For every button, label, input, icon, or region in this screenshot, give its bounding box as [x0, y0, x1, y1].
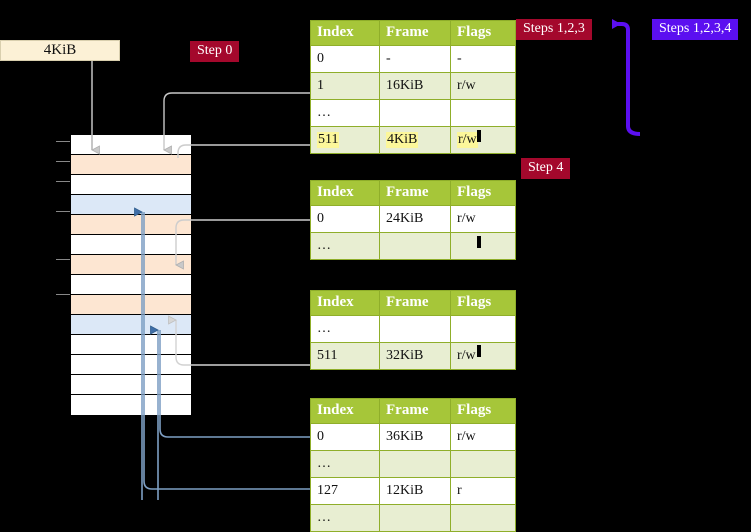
badge-step-4: Step 4	[521, 158, 571, 179]
table-cell-frame: 36KiB	[379, 423, 451, 451]
table-cell-index: …	[310, 315, 380, 343]
wire-pd-to-memory	[176, 320, 311, 366]
badge-step-0: Step 0	[190, 41, 240, 62]
table-cell-index: …	[310, 99, 380, 127]
memory-frame-row	[71, 135, 191, 155]
table-row: …	[310, 504, 516, 532]
memory-frame-row	[71, 375, 191, 395]
size-label-4kib: 4KiB	[0, 40, 120, 61]
memory-tick-2	[56, 181, 70, 182]
memory-frame-row	[71, 235, 191, 255]
table-cell-flags	[450, 504, 516, 532]
table-header-index: Index	[310, 398, 380, 424]
memory-frame-row	[71, 215, 191, 235]
table-cell-flags	[450, 450, 516, 478]
table-header-frame: Frame	[379, 180, 451, 206]
table-edge-nub-1	[477, 130, 481, 142]
table-cell-flags: r/w	[450, 342, 516, 370]
table-edge-nub-2	[477, 236, 481, 248]
table-header-index: Index	[310, 20, 380, 46]
table-cell-frame	[379, 504, 451, 532]
memory-frame-row	[71, 155, 191, 175]
table-edge-nub-3	[477, 345, 481, 357]
table-cell-flags: r/w	[450, 205, 516, 233]
table-cell-flags: -	[450, 45, 516, 73]
table-cell-frame: 4KiB	[379, 126, 451, 154]
memory-frame-row	[71, 255, 191, 275]
table-cell-index: 0	[310, 205, 380, 233]
memory-frame-row	[71, 355, 191, 375]
memory-frame-row	[71, 295, 191, 315]
table-row: …	[310, 232, 516, 260]
table-cell-frame	[379, 99, 451, 127]
table-cell-frame: 32KiB	[379, 342, 451, 370]
table-cell-flags: r/w	[450, 126, 516, 154]
table-cell-index: …	[310, 232, 380, 260]
table-cell-index: 0	[310, 423, 380, 451]
memory-frame-row	[71, 275, 191, 295]
table-cell-frame: 16KiB	[379, 72, 451, 100]
memory-frame-row	[71, 395, 191, 415]
table-header-index: Index	[310, 180, 380, 206]
table-cell-frame	[379, 232, 451, 260]
table-cell-flags	[450, 232, 516, 260]
table-cell-index: …	[310, 504, 380, 532]
physical-memory-column	[70, 134, 191, 415]
memory-tick-4	[56, 259, 70, 260]
table-cell-flags	[450, 315, 516, 343]
table-cell-index: 511	[310, 126, 380, 154]
table-header-flags: Flags	[450, 20, 516, 46]
wire-pml4-row511-to-memory	[177, 144, 311, 158]
table-cell-frame: -	[379, 45, 451, 73]
table-cell-frame	[379, 315, 451, 343]
table-row: …	[310, 99, 516, 127]
table-header-flags: Flags	[450, 398, 516, 424]
table-cell-index: 1	[310, 72, 380, 100]
table-header-index: Index	[310, 290, 380, 316]
badge-steps-1234: Steps 1,2,3,4	[652, 19, 739, 40]
table-header-flags: Flags	[450, 290, 516, 316]
badge-steps-123: Steps 1,2,3	[516, 19, 592, 40]
table-cell-index: …	[310, 450, 380, 478]
memory-tick-5	[56, 294, 70, 295]
memory-tick-3	[56, 211, 70, 212]
memory-frame-row	[71, 315, 191, 335]
table-header-flags: Flags	[450, 180, 516, 206]
memory-frame-row	[71, 335, 191, 355]
table-cell-index: 127	[310, 477, 380, 505]
table-cell-frame: 24KiB	[379, 205, 451, 233]
memory-frame-row	[71, 195, 191, 215]
table-header-frame: Frame	[379, 398, 451, 424]
table-cell-flags: r/w	[450, 72, 516, 100]
table-cell-index: 0	[310, 45, 380, 73]
table-row: …	[310, 315, 516, 343]
wire-pdp-to-memory	[176, 219, 311, 265]
table-row: 0--	[310, 45, 516, 73]
table-cell-frame	[379, 450, 451, 478]
wire-steps-bracket-arrow	[612, 19, 641, 136]
memory-frame-row	[71, 175, 191, 195]
table-cell-flags: r	[450, 477, 516, 505]
table-cell-frame: 12KiB	[379, 477, 451, 505]
memory-tick-0	[56, 141, 70, 142]
table-cell-index: 511	[310, 342, 380, 370]
table-header-frame: Frame	[379, 290, 451, 316]
table-cell-flags: r/w	[450, 423, 516, 451]
table-cell-flags	[450, 99, 516, 127]
table-row: …	[310, 450, 516, 478]
memory-tick-1	[56, 161, 70, 162]
table-header-frame: Frame	[379, 20, 451, 46]
